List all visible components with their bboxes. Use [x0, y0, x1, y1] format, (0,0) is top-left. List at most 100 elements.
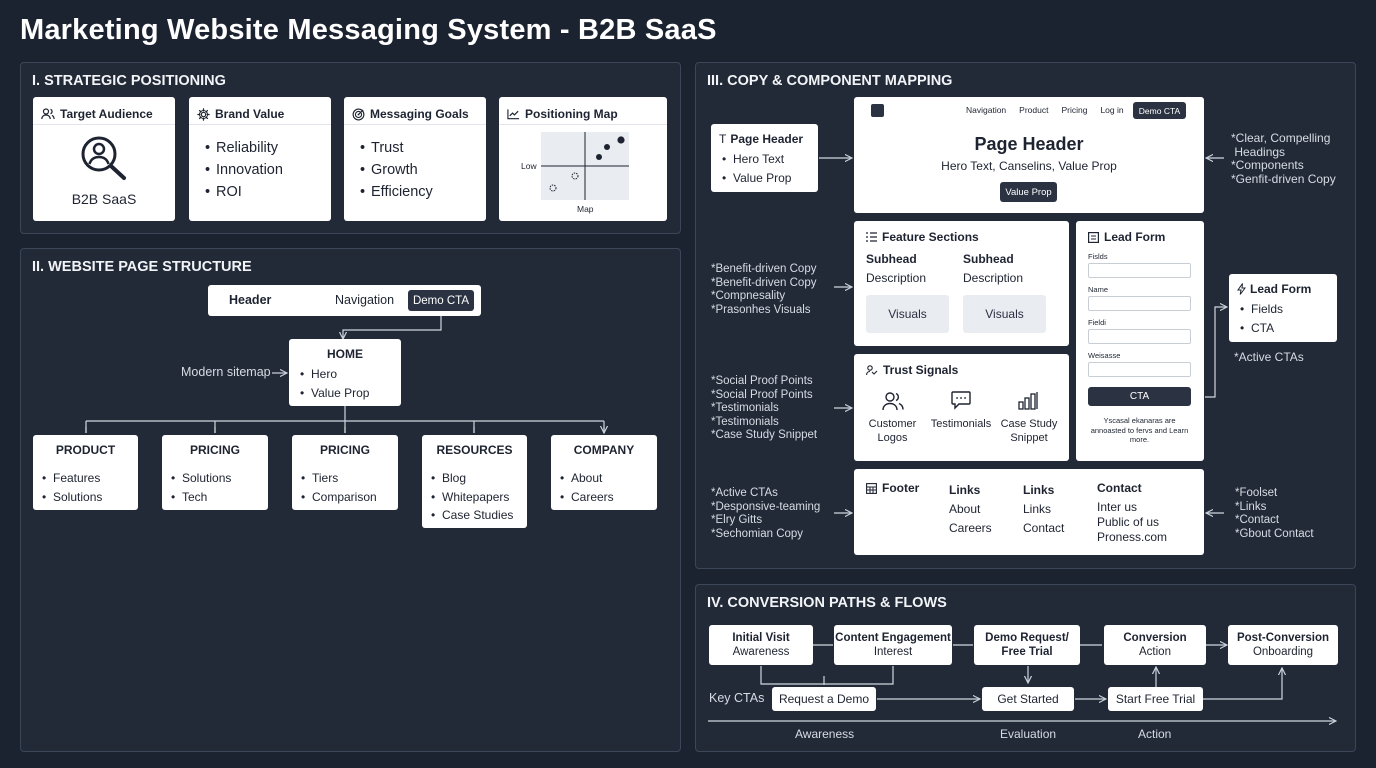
step-title: Demo Request/ — [985, 632, 1069, 644]
bar-chart-icon — [1018, 392, 1038, 410]
list-item: Growth — [360, 159, 433, 181]
notes-footer-right: *Foolset *Links *Contact *Gbout Contact — [1235, 487, 1314, 540]
start-free-trial-button[interactable]: Start Free Trial — [1108, 687, 1203, 711]
footer-col-head: Links — [1023, 483, 1055, 497]
text-icon: T — [719, 132, 727, 146]
hero-title: Page Header — [974, 134, 1084, 154]
chart-line-icon — [507, 109, 520, 120]
node-title: HOME — [327, 347, 363, 361]
step-title: Content Engagement — [835, 632, 951, 644]
form-field[interactable] — [1088, 263, 1191, 278]
logo-square — [871, 104, 884, 117]
list-item: Value Prop — [722, 169, 791, 188]
node-title: PRODUCT — [55, 443, 116, 457]
mock-nav-item[interactable]: Log in — [1100, 105, 1124, 115]
messaging-goals-card: Messaging Goals Trust Growth Efficiency — [344, 97, 486, 221]
positioning-map-card: Positioning Map Low Map — [499, 97, 667, 221]
header-nav-label: Navigation — [335, 293, 395, 307]
feature-description: Description — [866, 271, 927, 285]
card-title: Feature Sections — [882, 230, 979, 244]
customers-icon — [882, 392, 904, 411]
list-item: Fields — [1240, 300, 1283, 319]
page-node-pricing-2: PRICING Tiers Comparison — [292, 435, 398, 510]
section-title: IV. CONVERSION PATHS & FLOWS — [707, 595, 947, 611]
card-title: Brand Value — [215, 107, 285, 121]
header-bar: Header Navigation Demo CTA — [208, 285, 481, 316]
card-title: Messaging Goals — [370, 107, 469, 121]
sitemap-label: Modern sitemap — [181, 365, 271, 379]
stage-label: Evaluation — [1000, 727, 1057, 741]
list-item: Whitepapers — [431, 488, 513, 507]
form-field[interactable] — [1088, 329, 1191, 344]
list-item: Value Prop — [300, 384, 369, 403]
mock-demo-cta-button[interactable]: Demo CTA — [1133, 102, 1186, 119]
messaging-goals-list: Trust Growth Efficiency — [360, 137, 433, 203]
footer-link[interactable]: Public of us — [1097, 515, 1160, 529]
list-item: About — [560, 469, 614, 488]
list-item: Careers — [560, 488, 614, 507]
target-icon — [352, 108, 365, 120]
step-title: Conversion — [1123, 632, 1187, 644]
request-demo-button[interactable]: Request a Demo — [772, 687, 876, 711]
handshake-icon — [866, 364, 878, 375]
card-title: Lead Form — [1250, 282, 1312, 296]
feature-description: Description — [963, 271, 1024, 285]
mock-nav-item[interactable]: Pricing — [1061, 105, 1088, 115]
form-cta-button[interactable]: CTA — [1088, 387, 1191, 406]
list-item: Trust — [360, 137, 433, 159]
footer-link[interactable]: Proness.com — [1097, 530, 1168, 544]
list-icon — [866, 232, 877, 242]
map-x-label: Map — [577, 204, 594, 214]
strategic-positioning-panel: I. STRATEGIC POSITIONING Target Audience… — [20, 62, 681, 234]
trust-item: Case Study Snippet — [1000, 418, 1058, 444]
notes-footer-left: *Active CTAs *Desponsive-teaming *Elry G… — [711, 487, 821, 540]
section-title: III. COPY & COMPONENT MAPPING — [707, 73, 953, 89]
field-label: Fieldi — [1088, 318, 1106, 327]
trust-signals-card: Trust Signals Customer Logos Testimonial… — [854, 354, 1069, 461]
footer-link[interactable]: Careers — [949, 521, 992, 535]
list-item: Case Studies — [431, 506, 513, 525]
value-prop-button[interactable]: Value Prop — [1000, 182, 1057, 202]
brand-value-list: Reliability Innovation ROI — [205, 137, 283, 203]
mock-nav-item[interactable]: Navigation — [966, 105, 1007, 115]
mock-nav-item[interactable]: Product — [1019, 105, 1049, 115]
page-node-resources: RESOURCES Blog Whitepapers Case Studies — [422, 435, 527, 528]
footer-link[interactable]: Links — [1023, 502, 1052, 516]
page-title: Marketing Website Messaging System - B2B… — [20, 14, 717, 46]
feature-sections-card: Feature Sections Subhead Description Vis… — [854, 221, 1069, 346]
trust-item: Testimonials — [930, 418, 992, 430]
form-field[interactable] — [1088, 296, 1191, 311]
home-node: HOME Hero Value Prop — [289, 339, 401, 406]
search-user-icon — [81, 136, 126, 180]
get-started-button[interactable]: Get Started — [982, 687, 1074, 711]
footer-link[interactable]: Inter us — [1097, 500, 1138, 514]
users-icon — [41, 108, 55, 120]
section-title: I. STRATEGIC POSITIONING — [32, 73, 226, 89]
step-subtitle: Free Trial — [1001, 645, 1053, 658]
form-field[interactable] — [1088, 362, 1191, 377]
notes-trust-left: *Social Proof Points *Social Proof Point… — [711, 375, 818, 442]
list-item: ROI — [205, 181, 283, 203]
list-item: Hero Text — [722, 150, 791, 169]
field-label: Weisasse — [1088, 351, 1121, 360]
active-ctas-note: *Active CTAs — [1234, 350, 1304, 364]
page-node-product: PRODUCT Features Solutions — [33, 435, 138, 510]
list-item: Features — [42, 469, 102, 488]
demo-cta-button[interactable]: Demo CTA — [408, 290, 474, 311]
footer-link[interactable]: About — [949, 502, 981, 516]
card-title: Target Audience — [60, 107, 153, 121]
chat-bubble-icon — [951, 391, 971, 410]
header-label: Header — [229, 293, 272, 307]
footer-link[interactable]: Contact — [1023, 521, 1065, 535]
form-icon — [1088, 231, 1099, 243]
page-node-pricing-1: PRICING Solutions Tech — [162, 435, 268, 510]
list-item: Solutions — [42, 488, 102, 507]
list-item: Tiers — [301, 469, 377, 488]
grid-icon — [866, 482, 877, 494]
hero-subtitle: Hero Text, Canselins, Value Prop — [941, 159, 1117, 173]
page-header-card: T Page Header Hero Text Value Prop — [711, 124, 818, 192]
step-title: Initial Visit — [732, 632, 790, 644]
footer-col-head: Contact — [1097, 481, 1142, 495]
stage-label: Awareness — [795, 727, 855, 741]
feature-subhead: Subhead — [866, 252, 917, 266]
